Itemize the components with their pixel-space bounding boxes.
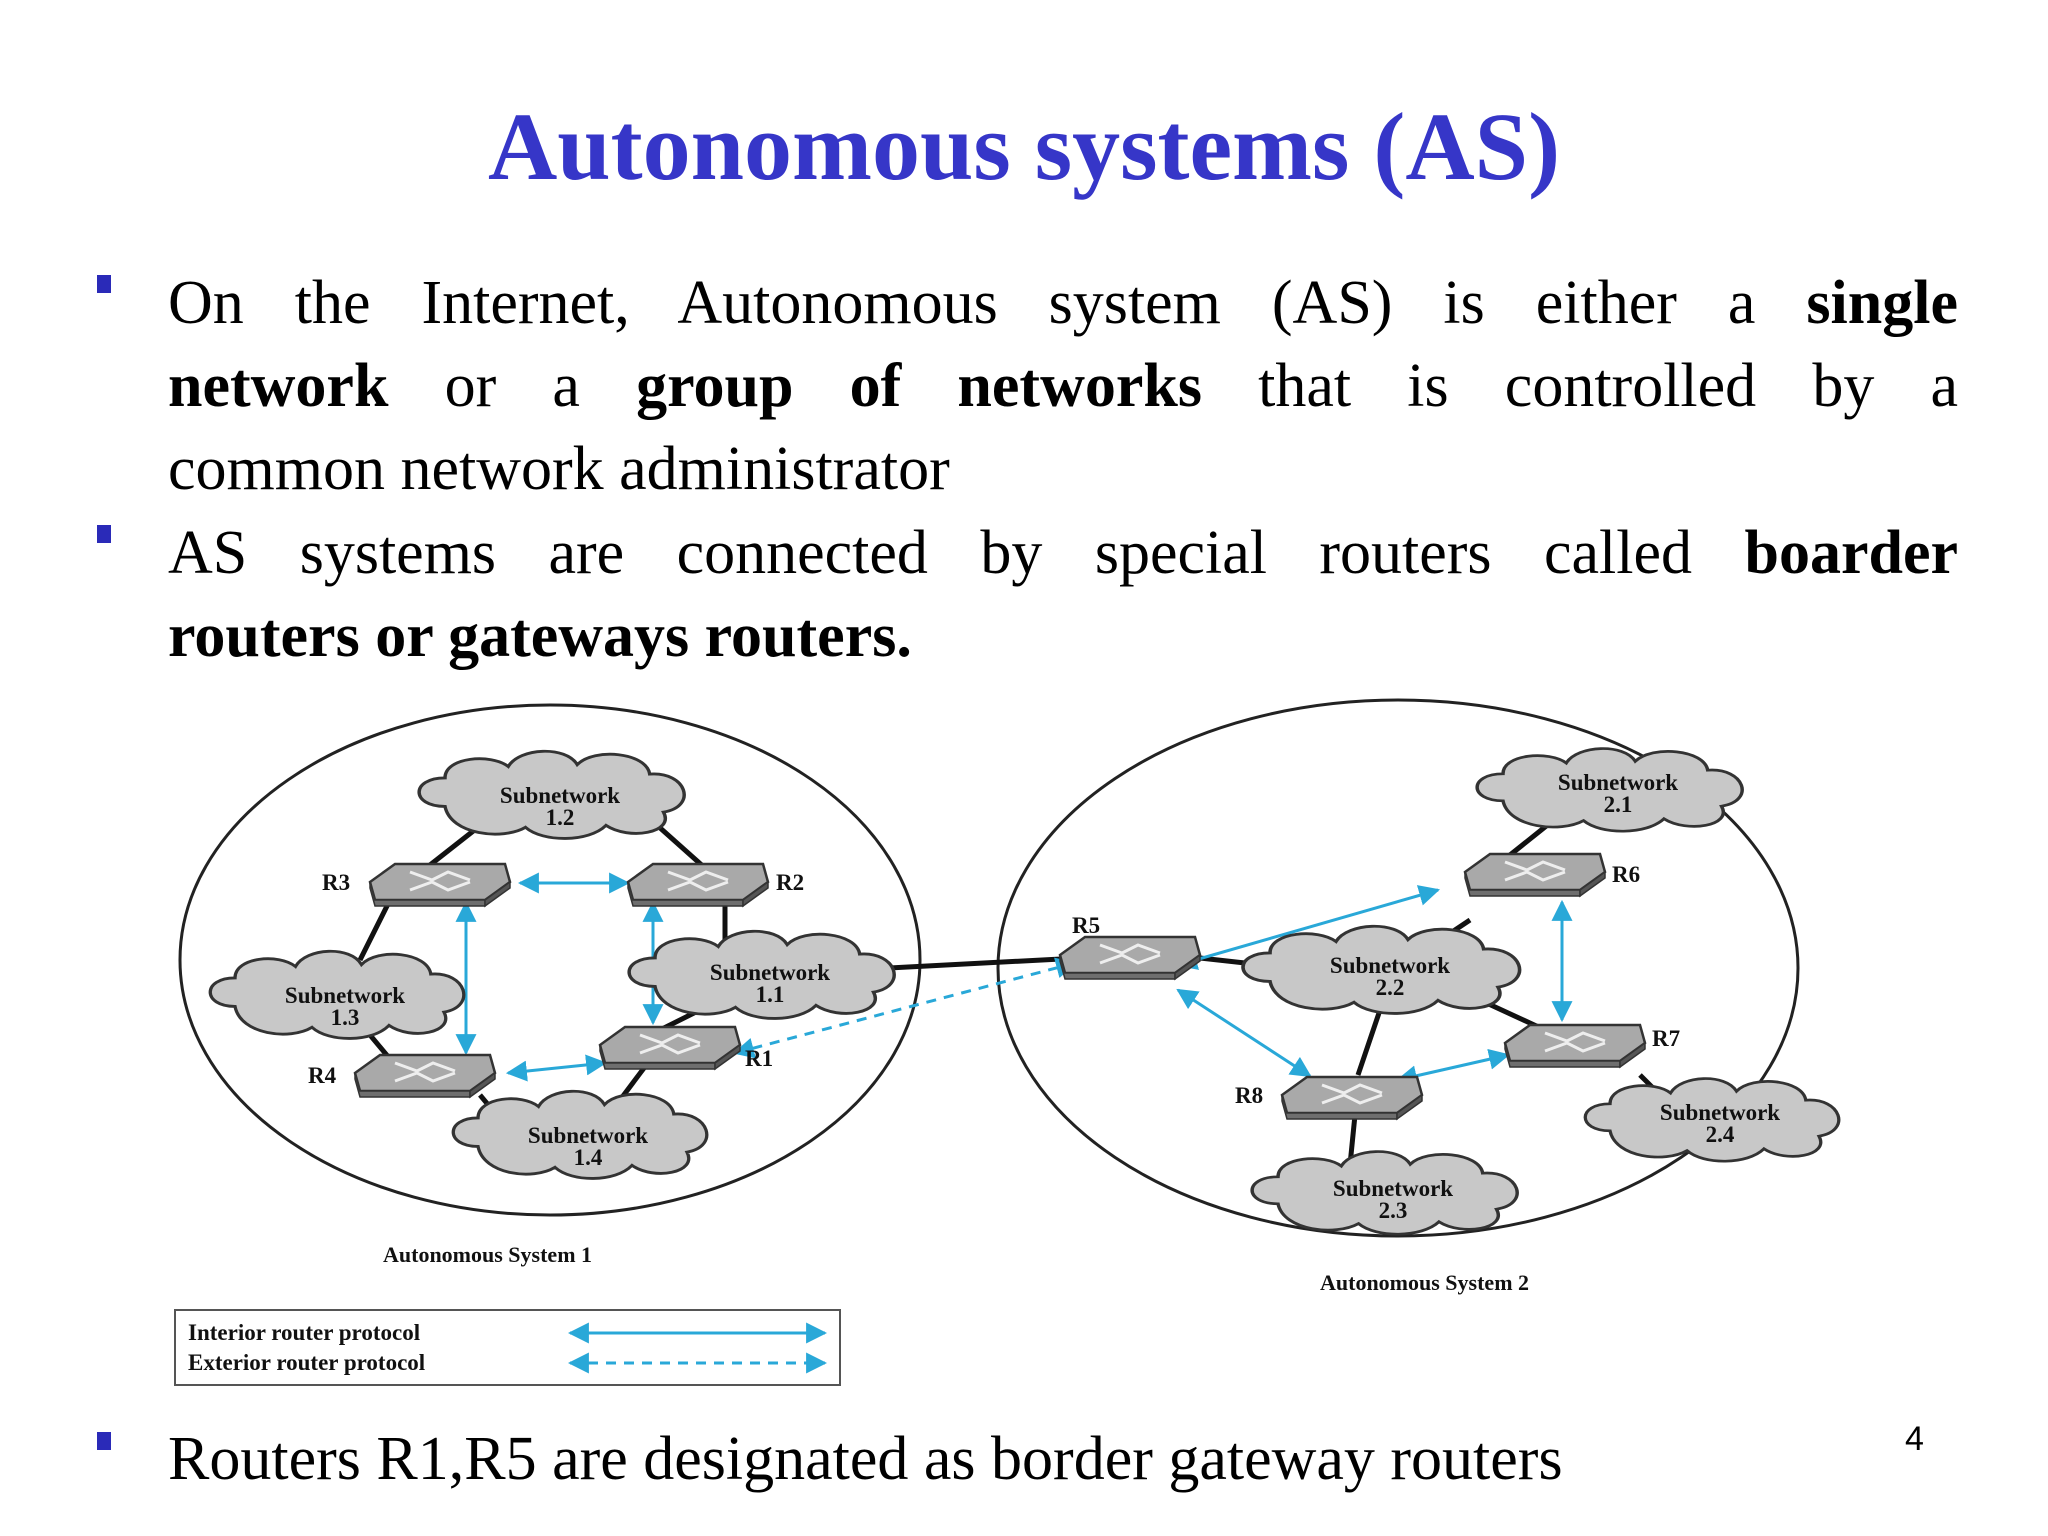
router-r2 bbox=[626, 862, 770, 908]
bullet-2-segment: boarder bbox=[1744, 519, 1958, 587]
subnet-1-4-label-a: Subnetwork bbox=[528, 1123, 648, 1148]
bullet-2-segment: AS systems are connected by special rout… bbox=[168, 519, 1745, 587]
subnet-2-2-label-a: Subnetwork bbox=[1330, 953, 1450, 978]
subnet-2-3-label-a: Subnetwork bbox=[1333, 1176, 1453, 1201]
bullet-2-segment: routers or gateways routers. bbox=[168, 602, 912, 670]
bullet-1-segment: group of networks bbox=[636, 352, 1202, 420]
subnet-2-1-label-b: 2.1 bbox=[1604, 792, 1633, 817]
subnet-1-3-label-b: 1.3 bbox=[331, 1005, 360, 1030]
bullet-1-segment: On the Internet, Autonomous system (AS) … bbox=[168, 269, 1807, 337]
as1-label: Autonomous System 1 bbox=[383, 1242, 592, 1267]
bullet-marker-1 bbox=[97, 275, 111, 293]
legend-exterior-label: Exterior router protocol bbox=[188, 1350, 425, 1375]
subnet-2-2-label-b: 2.2 bbox=[1376, 975, 1405, 1000]
bullet-1-line-2: network or a group of networks that is c… bbox=[168, 345, 1958, 428]
subnet-1-4-label-b: 1.4 bbox=[574, 1145, 603, 1170]
router-r8 bbox=[1280, 1075, 1424, 1121]
router-r4-label: R4 bbox=[308, 1063, 337, 1088]
bullet-3-line-1: Routers R1,R5 are designated as border g… bbox=[168, 1418, 1958, 1501]
as2-label: Autonomous System 2 bbox=[1320, 1270, 1529, 1295]
router-r4 bbox=[353, 1053, 497, 1099]
subnet-2-3-label-b: 2.3 bbox=[1379, 1198, 1408, 1223]
subnet-1-3-label-a: Subnetwork bbox=[285, 983, 405, 1008]
bullet-marker-3 bbox=[97, 1432, 111, 1450]
bullet-text-3: Routers R1,R5 are designated as border g… bbox=[168, 1418, 1958, 1501]
bullet-text-1: On the Internet, Autonomous system (AS) … bbox=[168, 262, 1958, 511]
bullet-2-line-2: routers or gateways routers. bbox=[168, 595, 1958, 678]
subnet-2-4-label-b: 2.4 bbox=[1706, 1122, 1735, 1147]
bullet-1-segment: common network administrator bbox=[168, 435, 950, 503]
router-r1 bbox=[598, 1025, 742, 1071]
router-r5 bbox=[1058, 935, 1202, 981]
router-r8-label: R8 bbox=[1235, 1083, 1263, 1108]
bullet-marker-2 bbox=[97, 525, 111, 543]
subnet-2-1-label-a: Subnetwork bbox=[1558, 770, 1678, 795]
bullet-1-segment: or a bbox=[388, 352, 637, 420]
router-r3-label: R3 bbox=[322, 870, 350, 895]
interior-protocol-arrows bbox=[455, 872, 1573, 1087]
router-r3 bbox=[368, 862, 512, 908]
subnet-1-2-label-a: Subnetwork bbox=[500, 783, 620, 808]
bullet-1-line-1: On the Internet, Autonomous system (AS) … bbox=[168, 262, 1958, 345]
subnet-1-1-label-b: 1.1 bbox=[756, 982, 785, 1007]
subnet-2-4-label-a: Subnetwork bbox=[1660, 1100, 1780, 1125]
router-r6 bbox=[1463, 852, 1607, 898]
router-r7 bbox=[1503, 1023, 1647, 1069]
router-r7-label: R7 bbox=[1652, 1026, 1680, 1051]
slide-title: Autonomous systems (AS) bbox=[487, 93, 1561, 200]
page-number: 4 bbox=[1905, 1420, 1924, 1458]
bullet-1-segment: that is controlled by a bbox=[1201, 352, 1959, 420]
bullet-1-segment: network bbox=[168, 352, 389, 420]
router-r2-label: R2 bbox=[776, 870, 804, 895]
bullet-2-line-1: AS systems are connected by special rout… bbox=[168, 512, 1958, 595]
router-r6-label: R6 bbox=[1612, 862, 1640, 887]
bullet-1-line-3: common network administrator bbox=[168, 428, 1958, 511]
subnet-1-2-label-b: 1.2 bbox=[546, 805, 575, 830]
exterior-protocol-arrow bbox=[732, 957, 1078, 1059]
router-r5-label: R5 bbox=[1072, 913, 1100, 938]
subnet-1-1-label-a: Subnetwork bbox=[710, 960, 830, 985]
bullet-3-segment: Routers R1,R5 are designated as border g… bbox=[168, 1425, 1563, 1493]
bullet-text-2: AS systems are connected by special rout… bbox=[168, 512, 1958, 678]
router-r1-label: R1 bbox=[745, 1046, 773, 1071]
bullet-1-segment: single bbox=[1806, 269, 1958, 337]
legend-interior-label: Interior router protocol bbox=[188, 1320, 420, 1345]
